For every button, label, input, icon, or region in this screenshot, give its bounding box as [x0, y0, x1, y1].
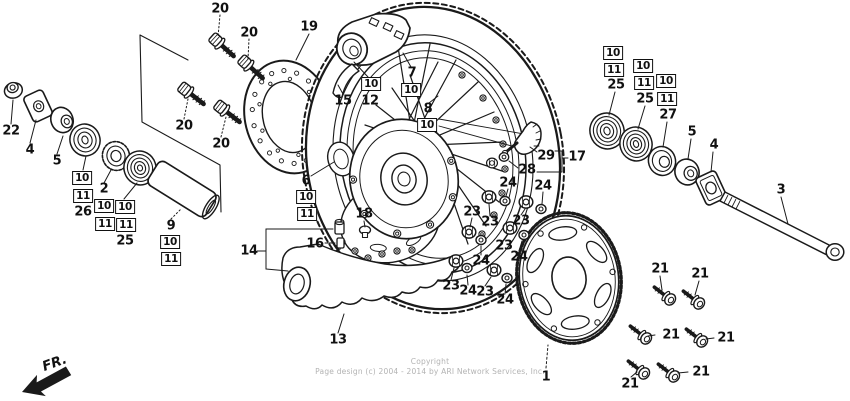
retainer-2 [101, 140, 131, 172]
part-label-25[interactable]: 25 [607, 77, 625, 93]
copyright-line2: Page design (c) 2004 - 2014 by ARI Netwo… [315, 367, 545, 376]
part-label-5[interactable]: 5 [52, 153, 62, 169]
leader-lines [10, 14, 789, 378]
part-label-10[interactable]: 10 [296, 190, 316, 204]
part-label-14[interactable]: 14 [240, 243, 258, 259]
part-label-23[interactable]: 23 [481, 214, 499, 230]
part-label-5[interactable]: 5 [687, 124, 697, 140]
part-label-4[interactable]: 4 [25, 142, 35, 158]
part-label-24[interactable]: 24 [510, 249, 528, 265]
side-plate-right [695, 170, 727, 206]
part-label-10[interactable]: 10 [417, 118, 437, 132]
part-label-15[interactable]: 15 [334, 93, 352, 109]
hub [348, 118, 460, 240]
dust-seal-27 [647, 145, 677, 177]
sprocket [515, 211, 623, 345]
part-label-24[interactable]: 24 [499, 175, 517, 191]
group-outline [139, 34, 222, 213]
part-label-28[interactable]: 28 [518, 162, 536, 178]
part-label-21[interactable]: 21 [621, 376, 639, 392]
part-label-2[interactable]: 2 [99, 181, 109, 197]
part-label-7[interactable]: 7 [407, 65, 417, 81]
side-plate-left [23, 89, 53, 123]
distance-collar-9 [147, 160, 220, 220]
copyright-notice: Copyright Page design (c) 2004 - 2014 by… [260, 357, 600, 377]
part-label-11[interactable]: 11 [73, 189, 93, 203]
collar-right [674, 158, 700, 186]
part-label-20[interactable]: 20 [240, 25, 258, 41]
part-label-24[interactable]: 24 [496, 292, 514, 308]
part-label-11[interactable]: 11 [634, 76, 654, 90]
chain-adjuster [438, 118, 542, 169]
part-label-23[interactable]: 23 [442, 278, 460, 294]
fr-arrow-icon [22, 366, 72, 397]
part-label-8[interactable]: 8 [423, 101, 433, 117]
copyright-line1: Copyright [410, 357, 450, 366]
part-label-12[interactable]: 12 [361, 93, 379, 109]
bearing-25-right-a [589, 112, 625, 150]
front-direction-indicator: FR. [22, 351, 72, 397]
rear-axle [719, 191, 845, 261]
part-label-22[interactable]: 22 [2, 123, 20, 139]
part-label-21[interactable]: 21 [692, 364, 710, 380]
part-label-26[interactable]: 26 [74, 204, 92, 220]
part-label-25[interactable]: 25 [636, 91, 654, 107]
hub-boss [335, 12, 411, 66]
collar-left [49, 106, 75, 134]
part-label-10[interactable]: 10 [115, 200, 135, 214]
part-label-11[interactable]: 11 [116, 218, 136, 232]
rim-band-15 [332, 63, 360, 99]
part-label-23[interactable]: 23 [495, 238, 513, 254]
part-label-20[interactable]: 20 [212, 136, 230, 152]
part-label-13[interactable]: 13 [329, 332, 347, 348]
part-label-24[interactable]: 24 [459, 283, 477, 299]
part-label-20[interactable]: 20 [211, 1, 229, 17]
part-label-21[interactable]: 21 [651, 261, 669, 277]
part-label-21[interactable]: 21 [662, 327, 680, 343]
part-label-18[interactable]: 18 [355, 206, 373, 222]
part-label-11[interactable]: 11 [657, 92, 677, 106]
part-label-17[interactable]: 17 [568, 149, 586, 165]
part-label-10[interactable]: 10 [94, 199, 114, 213]
part-label-11[interactable]: 11 [604, 63, 624, 77]
part-label-11[interactable]: 11 [161, 252, 181, 266]
part-label-24[interactable]: 24 [534, 178, 552, 194]
part-label-1[interactable]: 1 [541, 369, 551, 385]
part-label-11[interactable]: 11 [297, 207, 317, 221]
part-label-9[interactable]: 9 [166, 218, 176, 234]
part-label-10[interactable]: 10 [72, 171, 92, 185]
part-label-10[interactable]: 10 [401, 83, 421, 97]
part-label-10[interactable]: 10 [603, 46, 623, 60]
part-label-23[interactable]: 23 [463, 204, 481, 220]
part-label-29[interactable]: 29 [537, 148, 555, 164]
part-label-21[interactable]: 21 [691, 266, 709, 282]
part-label-10[interactable]: 10 [160, 235, 180, 249]
part-label-4[interactable]: 4 [709, 137, 719, 153]
part-label-10[interactable]: 10 [633, 59, 653, 73]
part-label-10[interactable]: 10 [361, 77, 381, 91]
part-label-24[interactable]: 24 [472, 253, 490, 269]
part-label-21[interactable]: 21 [717, 330, 735, 346]
part-label-6[interactable]: 6 [301, 173, 311, 189]
bearing-26 [69, 123, 101, 157]
axle-nut-22 [3, 81, 24, 99]
bearing-25-right-b [619, 126, 653, 162]
part-label-27[interactable]: 27 [659, 107, 677, 123]
bearing-25-left [123, 150, 157, 186]
part-label-25[interactable]: 25 [116, 233, 134, 249]
part-label-19[interactable]: 19 [300, 19, 318, 35]
swingarm-end [281, 243, 460, 310]
part-label-23[interactable]: 23 [476, 284, 494, 300]
part-label-10[interactable]: 10 [656, 74, 676, 88]
part-label-3[interactable]: 3 [776, 182, 786, 198]
nipple-16 [336, 237, 345, 249]
part-label-23[interactable]: 23 [512, 213, 530, 229]
part-label-11[interactable]: 11 [95, 217, 115, 231]
part-label-16[interactable]: 16 [306, 236, 324, 252]
part-label-20[interactable]: 20 [175, 118, 193, 134]
